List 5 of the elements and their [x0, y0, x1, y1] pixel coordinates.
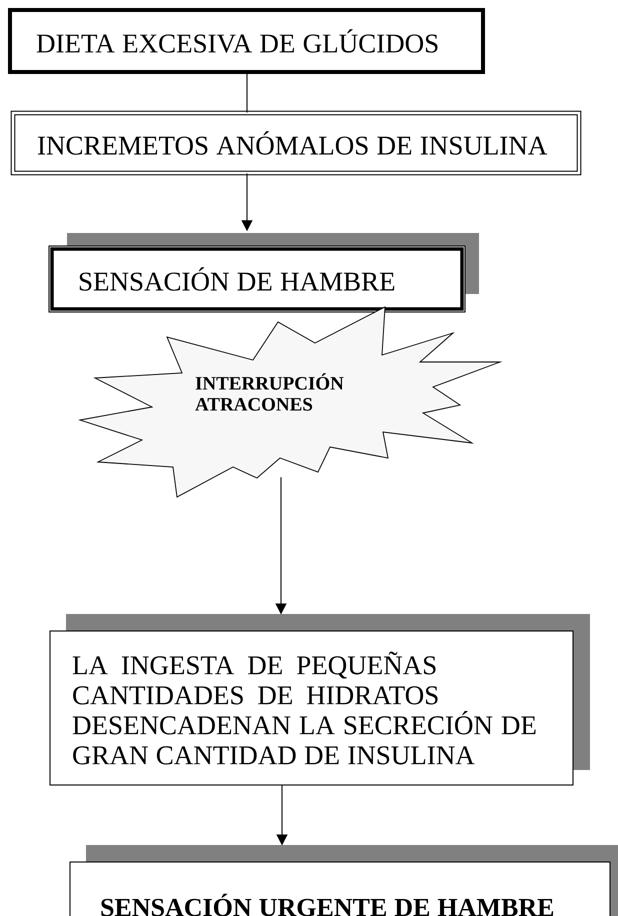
process-box: INCREMETOS ANÓMALOS DE INSULINA	[10, 110, 582, 176]
process-box: SENSACIÓN DE HAMBRE	[48, 233, 479, 312]
process-box: SENSACIÓN URGENTE DE HAMBRE	[70, 845, 618, 916]
process-box: LA INGESTA DE PEQUEÑAS CANTIDADES DE HIDRATOS DESENCADENAN LA SECRECIÓN DE GRAN CANTIDAD DE INSULINA	[50, 614, 590, 786]
process-box: DIETA EXCESIVA DE GLÚCIDOS	[8, 8, 485, 74]
